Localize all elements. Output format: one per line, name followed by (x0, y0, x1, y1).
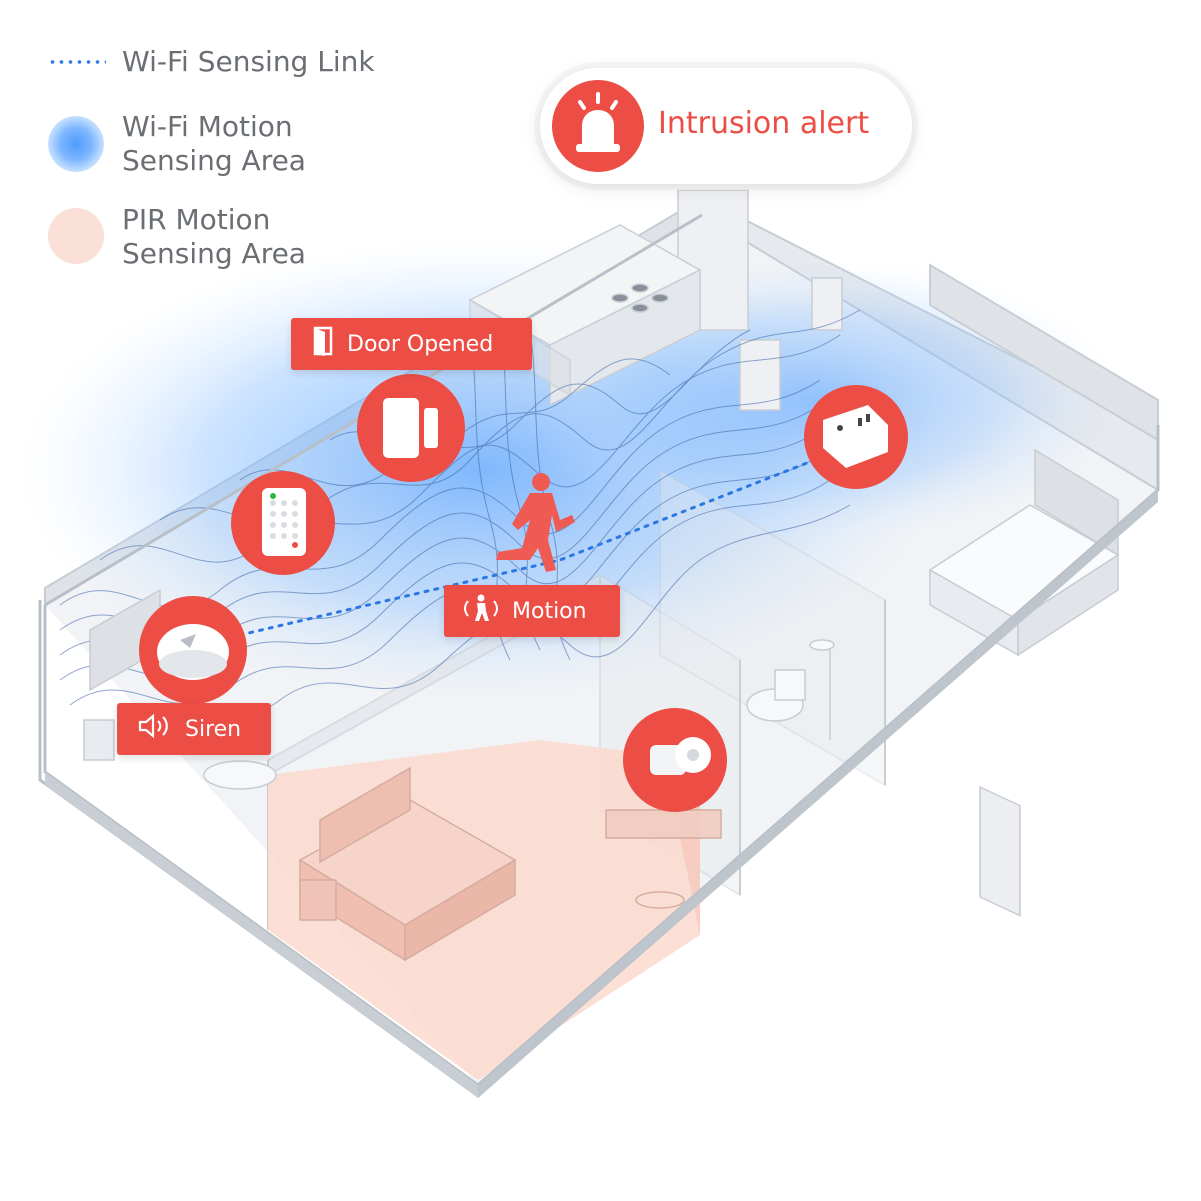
siren-label: Siren (185, 716, 242, 742)
motion-person-icon (462, 593, 500, 629)
door-opened-label: Door Opened (347, 331, 494, 357)
motion-tag: Motion (444, 585, 620, 637)
pir-area-legend-swatch (48, 208, 104, 264)
hub-siren-icon (139, 596, 247, 704)
wifi-sensing-link (238, 448, 842, 637)
intrusion-alert-banner: Intrusion alert (540, 68, 912, 184)
legend-wifi-area-line1: Wi-Fi Motion (122, 110, 293, 143)
bedroom-furniture (298, 766, 722, 962)
intrusion-alert-text: Intrusion alert (658, 106, 870, 141)
siren-tag: Siren (117, 703, 271, 755)
legend-pir-area-line1: PIR Motion (122, 203, 271, 236)
smart-plug-icon (804, 385, 908, 489)
wifi-link-legend-swatch (48, 60, 106, 64)
keypad-icon (231, 471, 335, 575)
door-sensor-icon (357, 374, 465, 482)
motion-label: Motion (512, 598, 587, 624)
legend-pir-area-line2: Sensing Area (122, 237, 306, 270)
siren-light-icon (552, 80, 644, 172)
camera-icon (623, 708, 727, 812)
wifi-area-legend-swatch (48, 116, 104, 172)
bathroom-fixtures (746, 639, 835, 740)
intruder-figure-icon (496, 473, 575, 572)
speaker-icon (137, 712, 173, 746)
door-icon (313, 326, 335, 362)
legend-wifi-link-label: Wi-Fi Sensing Link (122, 45, 375, 78)
door-opened-tag: Door Opened (291, 318, 532, 370)
legend-wifi-area-line2: Sensing Area (122, 144, 306, 177)
